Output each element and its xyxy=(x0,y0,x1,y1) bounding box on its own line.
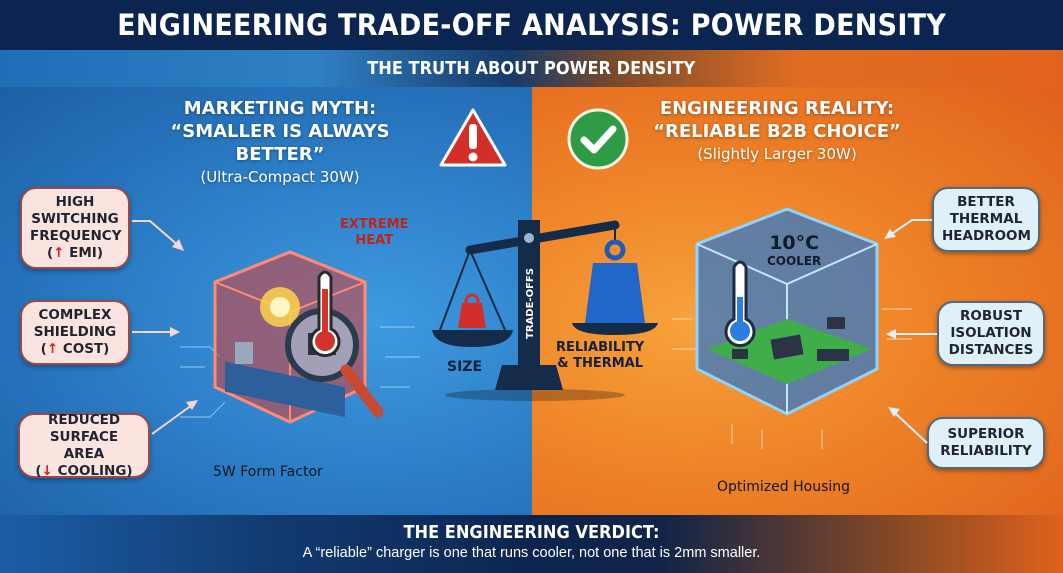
reliability-label-line1: RELIABILITY xyxy=(556,340,645,355)
heat-label-line2: HEAT xyxy=(355,233,394,248)
reality-heading-line3: (Slightly Larger 30W) xyxy=(697,145,857,163)
callout-line: SWITCHING xyxy=(31,211,119,227)
verdict-title: THE ENGINEERING VERDICT: xyxy=(403,522,660,543)
verdict-body: A “reliable” charger is one that runs co… xyxy=(302,545,761,561)
arrow-up-icon: ↑ xyxy=(53,245,65,261)
myth-heading-line3: (Ultra-Compact 30W) xyxy=(200,168,360,186)
temp-delta-value: 10°C xyxy=(769,232,820,254)
callout-line: THERMAL xyxy=(949,211,1023,227)
temp-delta-label: COOLER xyxy=(767,254,822,268)
heat-label-line1: EXTREME xyxy=(340,217,409,232)
callout-line: DISTANCES xyxy=(948,342,1034,358)
callout-reduced-surface-area: REDUCED SURFACE AREA (↓ COOLING) xyxy=(18,411,150,479)
myth-heading: MARKETING MYTH: “SMALLER IS ALWAYS BETTE… xyxy=(130,97,430,188)
callout-note-text: COOLING) xyxy=(57,462,133,479)
callout-note: (↑ COST) xyxy=(40,341,110,357)
cooler-label: 10°C COOLER xyxy=(767,232,821,268)
right-caption: Optimized Housing xyxy=(717,479,851,495)
arrow-up-icon: ↑ xyxy=(46,341,59,357)
callout-better-thermal-headroom: BETTER THERMAL HEADROOM xyxy=(932,187,1040,252)
arrow-down-icon: ↓ xyxy=(41,462,53,479)
callout-line: SHIELDING xyxy=(33,324,117,340)
callout-note-text: COST) xyxy=(62,341,110,357)
overheated-charger-illustration xyxy=(180,250,420,424)
callout-connectors-right xyxy=(884,219,937,444)
callout-line: ISOLATION xyxy=(950,325,1032,341)
callout-complex-shielding: COMPLEX SHIELDING (↑ COST) xyxy=(20,300,130,365)
tradeoffs-text: TRADE-OFFS xyxy=(524,267,536,339)
callout-line: HEADROOM xyxy=(942,228,1031,244)
reality-heading-line1: ENGINEERING REALITY: xyxy=(659,98,895,119)
extreme-heat-label: EXTREME HEAT xyxy=(340,217,408,249)
callout-line: FREQUENCY xyxy=(30,228,122,244)
marketing-myth-panel: MARKETING MYTH: “SMALLER IS ALWAYS BETTE… xyxy=(0,87,532,515)
engineering-reality-panel: ENGINEERING REALITY: “RELIABLE B2B CHOIC… xyxy=(532,87,1063,515)
myth-heading-line2: “SMALLER IS ALWAYS BETTER” xyxy=(170,121,390,165)
verdict-banner: THE ENGINEERING VERDICT: A “reliable” ch… xyxy=(0,515,1063,573)
callout-note: (↓ COOLING) xyxy=(35,462,133,479)
subheader-bar: THE TRUTH ABOUT POWER DENSITY xyxy=(0,50,1063,87)
tradeoffs-post-label: TRADE-OFFS xyxy=(519,258,541,348)
thermometer-hot-icon xyxy=(309,270,341,358)
callout-superior-reliability: SUPERIOR RELIABILITY xyxy=(927,417,1045,469)
reality-heading-line2: “RELIABLE B2B CHOICE” xyxy=(653,121,901,142)
page-title: ENGINEERING TRADE-OFF ANALYSIS: POWER DE… xyxy=(117,8,946,42)
callout-line: ROBUST xyxy=(959,308,1023,324)
callout-line: SURFACE AREA xyxy=(49,428,119,462)
subheader-title: THE TRUTH ABOUT POWER DENSITY xyxy=(367,58,696,79)
reliability-label-line2: & THERMAL xyxy=(557,356,644,371)
reality-heading: ENGINEERING REALITY: “RELIABLE B2B CHOIC… xyxy=(642,97,912,165)
callout-line: HIGH xyxy=(55,194,95,210)
callout-high-switching-frequency: HIGH SWITCHING FREQUENCY (↑ EMI) xyxy=(20,187,130,269)
callout-note-text: EMI) xyxy=(69,245,104,261)
balance-scale-icon xyxy=(432,220,658,401)
callout-robust-isolation-distances: ROBUST ISOLATION DISTANCES xyxy=(937,301,1045,366)
header-bar: ENGINEERING TRADE-OFF ANALYSIS: POWER DE… xyxy=(0,0,1063,50)
checkmark-circle-icon xyxy=(567,108,629,170)
callout-line: RELIABILITY xyxy=(940,443,1032,459)
callout-note: (↑ EMI) xyxy=(46,245,104,261)
myth-heading-line1: MARKETING MYTH: xyxy=(183,98,377,119)
callout-connectors xyxy=(132,220,198,435)
callout-line: SUPERIOR xyxy=(947,426,1025,442)
callout-line: BETTER xyxy=(957,194,1015,210)
reliability-thermal-label: RELIABILITY & THERMAL xyxy=(556,340,644,372)
size-label: SIZE xyxy=(447,359,483,375)
warning-triangle-icon xyxy=(439,108,507,167)
callout-line: COMPLEX xyxy=(38,307,112,323)
callout-line: REDUCED xyxy=(47,411,121,428)
left-caption: 5W Form Factor xyxy=(213,464,323,480)
thermometer-cool-icon xyxy=(724,260,756,348)
